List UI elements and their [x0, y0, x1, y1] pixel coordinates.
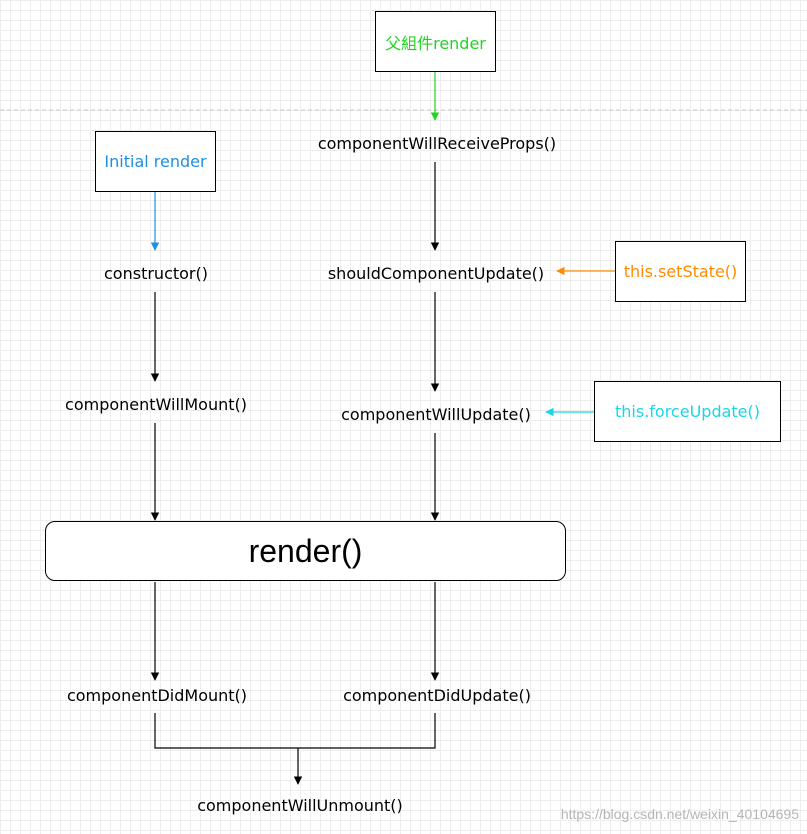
parent-render-box: 父組件render	[375, 11, 496, 72]
should-update-label: shouldComponentUpdate()	[327, 264, 545, 283]
initial-render-box: Initial render	[95, 131, 216, 192]
render-box: render()	[45, 521, 566, 581]
will-unmount-label: componentWillUnmount()	[197, 796, 403, 815]
render-label: render()	[248, 532, 363, 569]
will-receive-props-label: componentWillReceiveProps()	[317, 134, 557, 153]
will-mount-label: componentWillMount()	[65, 395, 247, 414]
parent-render-label: 父組件render	[385, 33, 486, 53]
initial-render-label: Initial render	[104, 152, 207, 171]
will-update-label: componentWillUpdate()	[341, 405, 531, 424]
did-mount-label: componentDidMount()	[66, 686, 248, 705]
merge-connector	[154, 713, 436, 749]
set-state-label: this.setState()	[623, 262, 738, 281]
set-state-box: this.setState()	[615, 241, 746, 302]
force-update-label: this.forceUpdate()	[615, 402, 760, 421]
watermark: https://blog.csdn.net/weixin_40104695	[560, 806, 799, 822]
constructor-label: constructor()	[104, 264, 208, 283]
did-update-label: componentDidUpdate()	[343, 686, 531, 705]
force-update-box: this.forceUpdate()	[594, 381, 781, 442]
